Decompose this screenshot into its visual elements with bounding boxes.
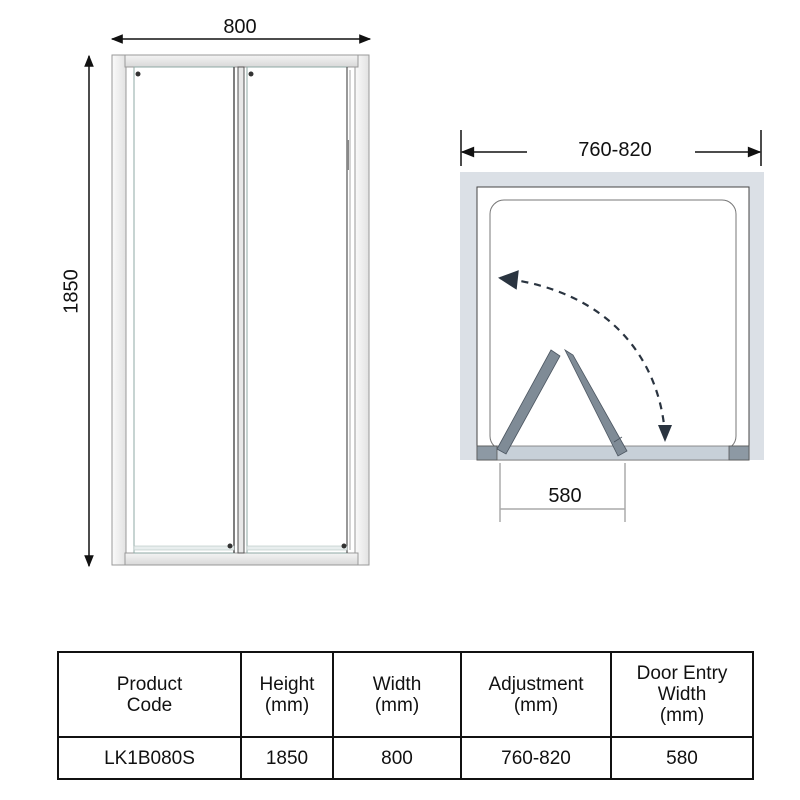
enclosure-frame — [111, 54, 370, 566]
cell-height: 1850 — [240, 736, 334, 780]
plan-view-drawing — [460, 130, 764, 522]
bifold-door-panels — [496, 348, 628, 457]
hinge-icon — [341, 543, 347, 549]
cell-product-code: LK1B080S — [57, 736, 242, 780]
front-elevation-drawing — [84, 34, 372, 568]
hinge-icon — [227, 543, 233, 549]
hinge-icon — [135, 71, 141, 77]
width-dimension-label: 800 — [223, 16, 257, 38]
specification-table: Product Code Height (mm) Width (mm) Adju… — [57, 651, 754, 780]
header-door-entry-width: Door Entry Width (mm) — [610, 651, 754, 738]
adjustment-dimension-label: 760-820 — [578, 139, 652, 161]
header-height: Height (mm) — [240, 651, 334, 738]
cell-width: 800 — [332, 736, 462, 780]
adjustment-dimension — [460, 130, 762, 166]
header-adjustment: Adjustment (mm) — [460, 651, 612, 738]
wall-outline — [460, 172, 764, 461]
header-product-code: Product Code — [57, 651, 242, 738]
table-row: LK1B080S 1850 800 760-820 580 — [57, 736, 754, 780]
left-door-panel — [133, 66, 235, 554]
door-swing-arrow-icon — [658, 425, 672, 442]
cell-adjustment: 760-820 — [460, 736, 612, 780]
entry-width-dimension-label: 580 — [548, 485, 582, 507]
door-swing-arc-icon — [498, 270, 667, 436]
center-mullion — [237, 66, 245, 554]
hinge-icon — [248, 71, 254, 77]
height-dimension-label: 1850 — [60, 269, 83, 314]
header-width: Width (mm) — [332, 651, 462, 738]
entry-width-dimension — [499, 463, 626, 522]
table-header-row: Product Code Height (mm) Width (mm) Adju… — [57, 651, 754, 738]
cell-door-entry-width: 580 — [610, 736, 754, 780]
right-door-panel — [246, 66, 351, 554]
threshold-rail — [476, 445, 750, 461]
